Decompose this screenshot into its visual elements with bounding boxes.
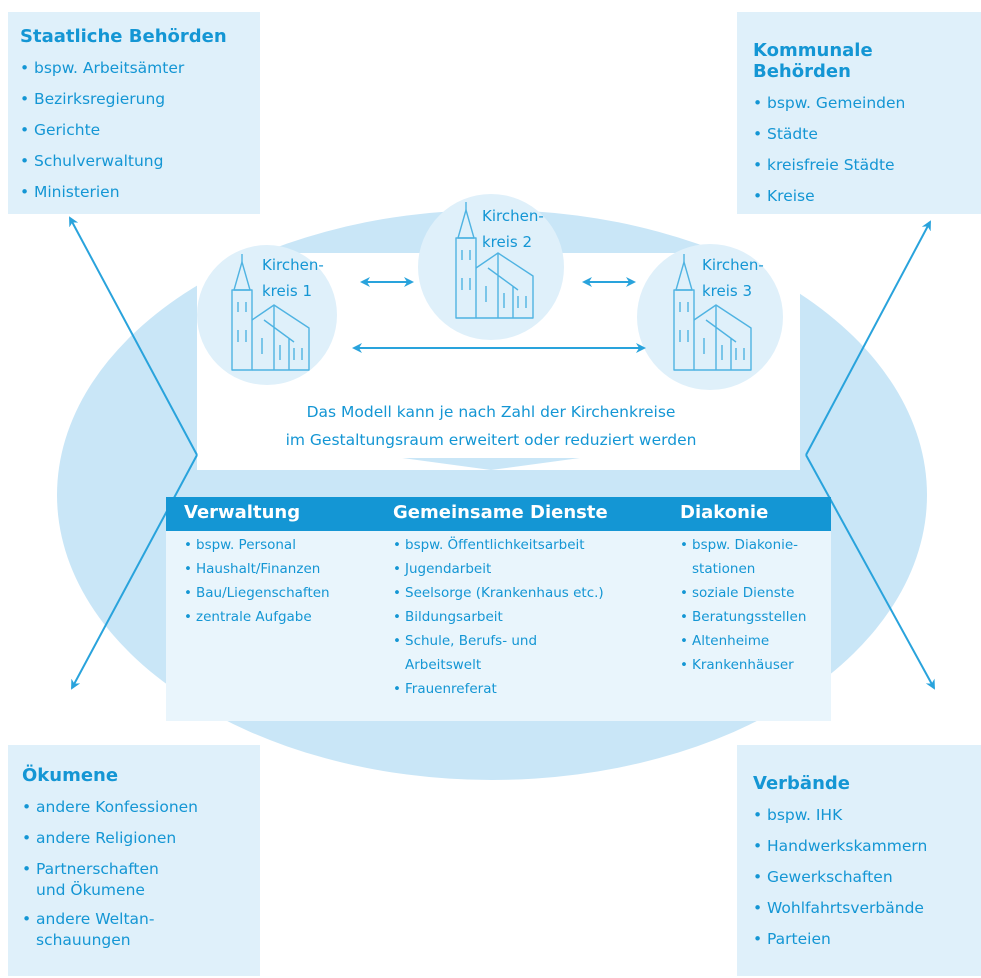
kirchenkreis-label-line: kreis 1 xyxy=(262,282,313,300)
list-item-text: schauungen xyxy=(36,931,131,949)
kirchenkreis-3-label: Kirchen- kreis 3 xyxy=(702,252,764,304)
church-icon xyxy=(673,254,752,371)
list-item: Seelsorge (Krankenhaus etc.) xyxy=(393,581,604,605)
arrow-kommunale xyxy=(805,220,931,456)
list-item: bspw. Arbeitsämter xyxy=(20,53,248,84)
kirchenkreis-1-circle xyxy=(197,245,337,385)
kirchenkreis-label-line: kreis 3 xyxy=(702,282,753,300)
kirchenkreis-label-line: Kirchen- xyxy=(702,256,764,274)
church-icon xyxy=(231,254,310,371)
list-item: Krankenhäuser xyxy=(680,653,806,677)
list-item-continuation: Arbeitswelt xyxy=(405,657,482,673)
list-item-text: und Ökumene xyxy=(36,881,145,899)
column-header-verwaltung: Verwaltung xyxy=(184,502,301,523)
column-diakonie: bspw. Diakonie- stationen soziale Dienst… xyxy=(680,533,806,677)
list-item-text: andere Weltan- xyxy=(36,910,155,928)
church-icon xyxy=(455,202,534,319)
verbaende-box: Verbände bspw. IHK Handwerkskammern Gewe… xyxy=(737,745,981,976)
list-item: Ministerien xyxy=(20,177,248,208)
model-note-line: im Gestaltungsraum erweitert oder reduzi… xyxy=(285,431,697,449)
kirchenkreis-label-line: kreis 2 xyxy=(482,233,533,251)
list-item: bspw. Gemeinden xyxy=(753,88,971,119)
kommunale-behoerden-title: Kommunale Behörden xyxy=(753,40,873,82)
list-item: Handwerkskammern xyxy=(753,831,971,862)
kirchenkreis-3-circle xyxy=(637,244,783,390)
column-verwaltung: bspw. Personal Haushalt/Finanzen Bau/Lie… xyxy=(184,533,330,629)
kirchenkreis-2-circle xyxy=(418,194,564,340)
staatliche-behoerden-title: Staatliche Behörden xyxy=(20,26,227,47)
list-item: Städte xyxy=(753,119,971,150)
model-note: Das Modell kann je nach Zahl der Kirchen… xyxy=(200,398,782,454)
arrow-staatliche xyxy=(69,216,198,456)
list-item: Altenheime xyxy=(680,629,806,653)
list-item: Schule, Berufs- und xyxy=(393,629,604,653)
list-item: Gerichte xyxy=(20,115,248,146)
list-item-continuation: schauungen xyxy=(22,930,248,951)
list-item: bspw. Öffentlichkeitsarbeit xyxy=(393,533,604,557)
column-header-diakonie: Diakonie xyxy=(680,502,769,523)
services-table: Verwaltung Gemeinsame Dienste Diakonie b… xyxy=(166,497,831,721)
list-item: Beratungsstellen xyxy=(680,605,806,629)
list-item: andere Konfessionen xyxy=(22,792,248,823)
list-item: kreisfreie Städte xyxy=(753,150,971,181)
list-item: Gewerkschaften xyxy=(753,862,971,893)
column-header-gemeinsame-dienste: Gemeinsame Dienste xyxy=(393,502,608,523)
kirchenkreis-label-line: Kirchen- xyxy=(262,256,324,274)
arrow-verbaende xyxy=(805,454,935,690)
verbaende-title: Verbände xyxy=(753,773,850,794)
panel-wedge xyxy=(197,455,800,470)
list-item: Schulverwaltung xyxy=(20,146,248,177)
list-item: Frauenreferat xyxy=(393,677,604,701)
list-item: bspw. IHK xyxy=(753,800,971,831)
list-item: soziale Dienste xyxy=(680,581,806,605)
list-item: Kreise xyxy=(753,181,971,212)
list-item-continuation: und Ökumene xyxy=(22,880,248,901)
arrow-oekumene xyxy=(71,454,198,690)
list-item: andere Weltan- xyxy=(22,909,248,930)
kirchenkreis-2-label: Kirchen- kreis 2 xyxy=(482,203,544,255)
list-item: Partnerschaften xyxy=(22,859,248,880)
list-item: Haushalt/Finanzen xyxy=(184,557,330,581)
kommunale-behoerden-box: Kommunale Behörden bspw. Gemeinden Städt… xyxy=(737,12,981,214)
list-item: bspw. Personal xyxy=(184,533,330,557)
oekumene-box: Ökumene andere Konfessionen andere Relig… xyxy=(8,745,260,976)
model-note-line: Das Modell kann je nach Zahl der Kirchen… xyxy=(306,403,676,421)
oekumene-title: Ökumene xyxy=(22,765,119,786)
list-item: bspw. Diakonie- xyxy=(680,533,806,557)
list-item: Bezirksregierung xyxy=(20,84,248,115)
services-table-header: Verwaltung Gemeinsame Dienste Diakonie xyxy=(166,497,831,531)
list-item-text: Partnerschaften xyxy=(36,860,159,878)
kirchenkreis-label-line: Kirchen- xyxy=(482,207,544,225)
list-item: zentrale Aufgabe xyxy=(184,605,330,629)
kirchenkreis-1-label: Kirchen- kreis 1 xyxy=(262,252,324,304)
list-item: Parteien xyxy=(753,924,971,955)
list-item: Bildungsarbeit xyxy=(393,605,604,629)
staatliche-behoerden-box: Staatliche Behörden bspw. Arbeitsämter B… xyxy=(8,12,260,214)
column-gemeinsame-dienste: bspw. Öffentlichkeitsarbeit Jugendarbeit… xyxy=(393,533,604,701)
list-item: Wohlfahrtsverbände xyxy=(753,893,971,924)
list-item: Bau/Liegenschaften xyxy=(184,581,330,605)
list-item: Jugendarbeit xyxy=(393,557,604,581)
list-item-continuation: stationen xyxy=(692,561,756,577)
list-item: andere Religionen xyxy=(22,823,248,854)
